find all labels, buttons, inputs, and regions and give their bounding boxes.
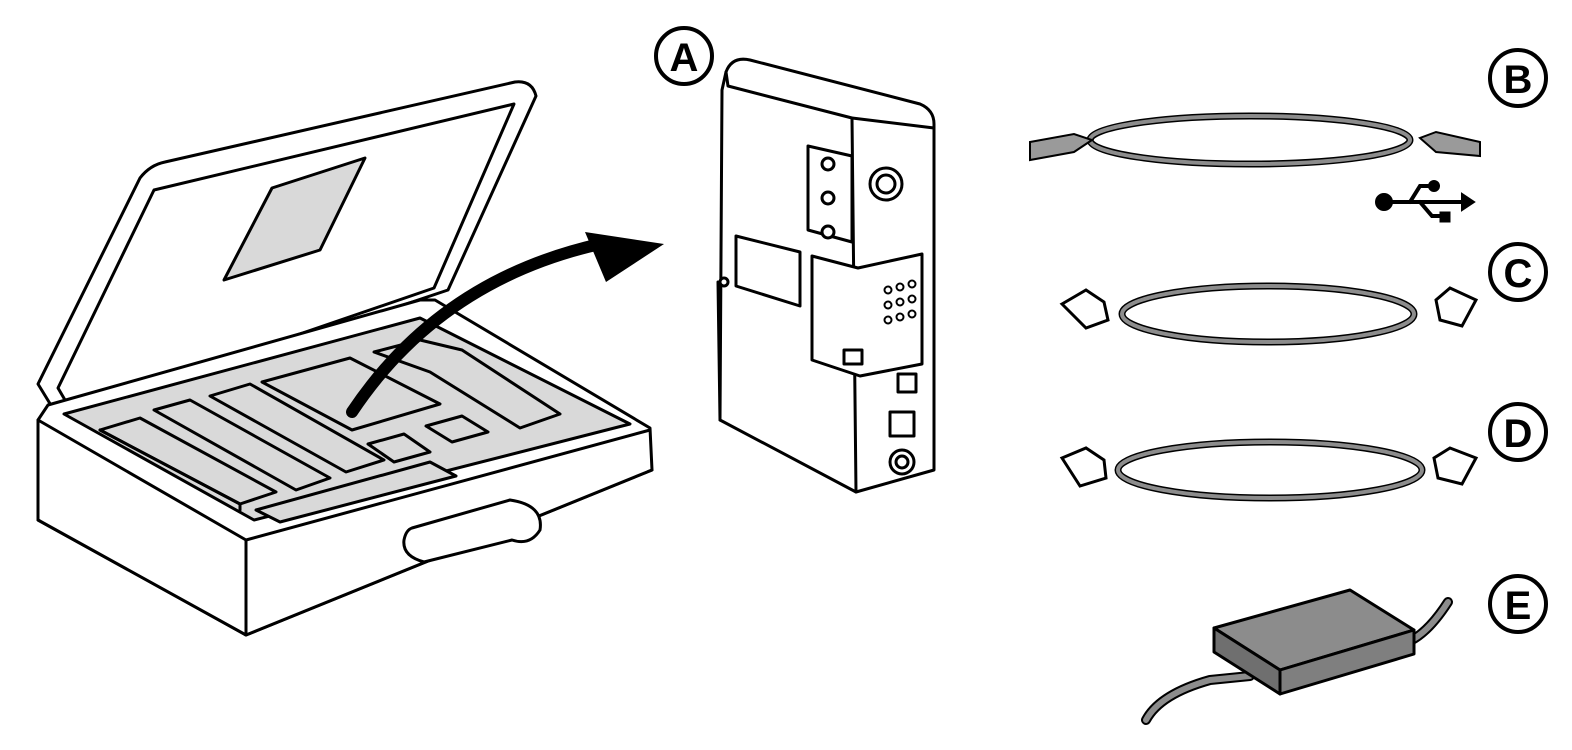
power-adapter-e xyxy=(1141,588,1453,725)
status-led-3 xyxy=(820,224,836,240)
usb-icon xyxy=(1375,180,1476,223)
case-lid xyxy=(36,80,538,422)
status-led-1 xyxy=(820,156,836,172)
case-handle xyxy=(402,498,542,564)
keypad xyxy=(883,279,917,325)
device-a xyxy=(716,57,936,494)
curved-arrow xyxy=(346,232,664,418)
callout-c-label: C xyxy=(1504,252,1533,296)
carry-case xyxy=(36,80,654,637)
power-port xyxy=(888,410,916,438)
callout-d: D xyxy=(1488,402,1548,462)
callout-c: C xyxy=(1488,242,1548,302)
callout-b-label: B xyxy=(1504,58,1533,102)
status-led-2 xyxy=(820,190,836,206)
callout-a: A xyxy=(654,26,714,86)
callout-e: E xyxy=(1488,574,1548,634)
callout-d-label: D xyxy=(1504,412,1533,456)
callout-e-label: E xyxy=(1505,584,1532,628)
case-body xyxy=(36,298,654,637)
usb-port xyxy=(896,372,918,394)
callout-b: B xyxy=(1488,48,1548,108)
lid-foam-pad xyxy=(222,156,367,282)
callout-a-label: A xyxy=(670,36,699,80)
usb-cable-b xyxy=(1029,112,1481,168)
antenna-cable-c xyxy=(1059,282,1479,346)
antenna-cable-d xyxy=(1059,438,1479,502)
